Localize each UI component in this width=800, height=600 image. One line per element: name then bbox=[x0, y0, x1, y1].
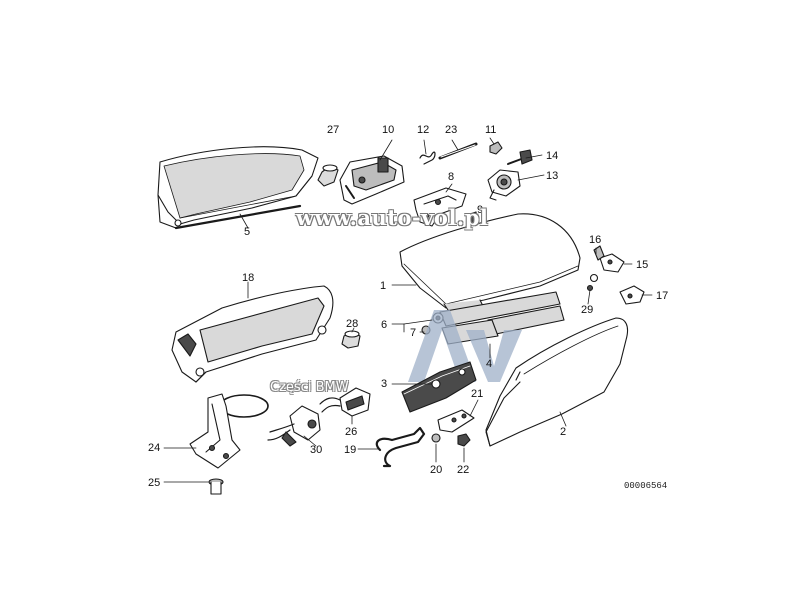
callout-15: 15 bbox=[636, 259, 649, 271]
part-5-tray bbox=[158, 147, 318, 228]
part-25-bolt bbox=[209, 479, 223, 494]
callout-29: 29 bbox=[581, 304, 594, 316]
part-19-hook bbox=[377, 428, 424, 466]
callout-1: 1 bbox=[380, 280, 387, 292]
part-22-nut bbox=[458, 434, 470, 446]
callout-18: 18 bbox=[242, 272, 255, 284]
av-logo-watermark bbox=[408, 310, 522, 382]
callout-8: 8 bbox=[448, 171, 455, 183]
part-16-pin bbox=[594, 246, 604, 260]
watermark-url: www.auto-vol.pl bbox=[296, 205, 489, 230]
leader-lines bbox=[164, 138, 652, 482]
part-17-bracket bbox=[620, 286, 644, 304]
callout-2: 2 bbox=[560, 426, 567, 438]
part-26-light bbox=[320, 388, 370, 416]
callout-13: 13 bbox=[546, 170, 559, 182]
callout-11: 11 bbox=[485, 124, 497, 136]
part-27-bumper bbox=[318, 165, 338, 186]
part-11-clip bbox=[490, 142, 502, 154]
part-18-lower-tray bbox=[172, 286, 333, 382]
part-20-nut bbox=[432, 434, 440, 442]
part-8-hinge-bracket bbox=[414, 188, 466, 226]
callout-14: 14 bbox=[546, 150, 559, 162]
callout-7: 7 bbox=[410, 327, 417, 339]
part-13-lock-cylinder bbox=[488, 170, 520, 200]
callout-20: 20 bbox=[430, 464, 443, 476]
callout-28: 28 bbox=[346, 318, 359, 330]
callout-30: 30 bbox=[310, 444, 323, 456]
diagram-reference-number: 00006564 bbox=[624, 481, 668, 491]
part-28-bumper bbox=[342, 331, 360, 348]
callout-12: 12 bbox=[417, 124, 430, 136]
part-10-lock-housing bbox=[340, 156, 404, 204]
callout-5: 5 bbox=[244, 226, 251, 238]
part-14-screw bbox=[508, 150, 532, 164]
callout-17: 17 bbox=[656, 290, 669, 302]
callout-6: 6 bbox=[381, 319, 388, 331]
part-24-support bbox=[190, 394, 268, 468]
part-2-door bbox=[486, 318, 628, 446]
callout-4: 4 bbox=[486, 358, 493, 370]
part-12-spring bbox=[420, 152, 435, 164]
callout-23: 23 bbox=[445, 124, 458, 136]
callout-27: 27 bbox=[327, 124, 340, 136]
callout-19: 19 bbox=[344, 444, 357, 456]
callout-21: 21 bbox=[471, 388, 484, 400]
callout-9: 9 bbox=[477, 204, 484, 216]
part-15-hinge bbox=[600, 254, 624, 272]
callout-25: 25 bbox=[148, 477, 161, 489]
callout-22: 22 bbox=[457, 464, 470, 476]
callout-10: 10 bbox=[382, 124, 395, 136]
part-30-switch bbox=[268, 406, 320, 446]
callout-16: 16 bbox=[589, 234, 602, 246]
callout-24: 24 bbox=[148, 442, 161, 454]
callout-3: 3 bbox=[381, 378, 388, 390]
watermark-brand: Części BMW bbox=[270, 380, 349, 395]
part-21-striker bbox=[438, 410, 474, 432]
callout-26: 26 bbox=[345, 426, 358, 438]
part-29-washer bbox=[591, 275, 598, 282]
